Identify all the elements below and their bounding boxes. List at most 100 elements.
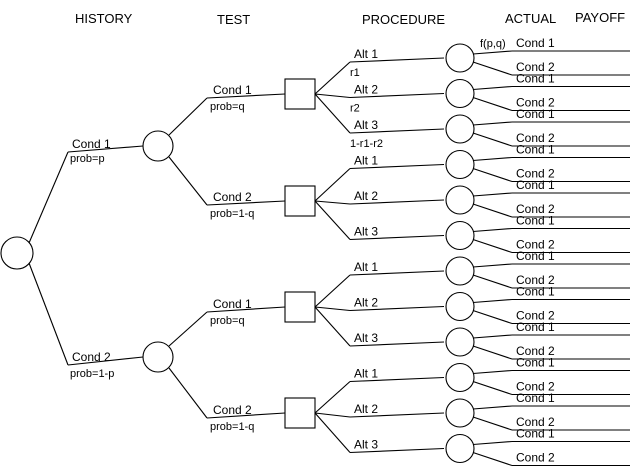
test-branch-line (168, 311, 208, 347)
actual-chance-node (445, 220, 475, 251)
actual-branch-line (472, 263, 513, 268)
procedure-branch-line (314, 200, 351, 205)
root-chance-node (0, 236, 34, 270)
actual-branch-line (472, 85, 513, 91)
actual-cond-label: Cond 1 (516, 285, 555, 299)
header-history: HISTORY (75, 11, 133, 26)
test-prob-label: prob=1-q (210, 208, 254, 220)
actual-chance-node (445, 256, 475, 286)
actual-branch-line (472, 156, 513, 162)
actual-cond-label: Cond 1 (516, 72, 555, 86)
header-actual: ACTUAL (505, 11, 556, 26)
history-cond-label: Cond 1 (72, 137, 111, 151)
procedure-alt-label: Alt 3 (354, 438, 378, 452)
procedure-alt-label: Alt 2 (354, 402, 378, 416)
actual-cond-label: Cond 2 (516, 238, 555, 252)
procedure-branch-line (314, 61, 351, 95)
actual-branch-line (472, 96, 513, 112)
actual-branch-line (472, 298, 513, 304)
actual-branch-line (472, 416, 513, 431)
actual-cond-label: Cond 1 (516, 107, 555, 121)
actual-branch-line (472, 50, 513, 55)
actual-cond-label: Cond 1 (516, 143, 555, 157)
actual-chance-node (445, 43, 475, 73)
actual-cond-label: Cond 1 (516, 178, 555, 192)
history-cond-label: Cond 2 (72, 350, 111, 364)
test-label-line (206, 200, 286, 206)
procedure-alt-label: Alt 1 (354, 260, 378, 274)
header-procedure: PROCEDURE (362, 12, 445, 27)
procedure-alt-label: Alt 2 (354, 83, 378, 97)
header-payoff: PAYOFF (575, 10, 625, 25)
actual-cond-label: Cond 1 (516, 356, 555, 370)
actual-branch-line (472, 440, 513, 446)
test-cond-label: Cond 1 (213, 297, 252, 311)
procedure-branch-line (314, 168, 351, 202)
actual-chance-node (445, 78, 475, 109)
actual-cond-label: Cond 1 (516, 249, 555, 263)
actual-cond-label: Cond 2 (516, 60, 555, 74)
procedure-alt-label: Alt 2 (354, 189, 378, 203)
actual-cond-label: Cond 2 (516, 309, 555, 323)
procedure-branch-line (314, 306, 351, 347)
actual-cond-label: Cond 2 (516, 167, 555, 181)
procedure-alt-label: Alt 3 (354, 118, 378, 132)
actual-cond-label: Cond 2 (516, 451, 555, 465)
test-decision-box (284, 397, 316, 429)
test-cond-label: Cond 2 (213, 403, 252, 417)
history-branch-line (28, 262, 69, 366)
actual-cond-label: Cond 1 (516, 391, 555, 405)
procedure-alt-label: Alt 1 (354, 154, 378, 168)
actual-branch-line (472, 405, 513, 410)
test-prob-label: prob=1-q (210, 421, 254, 433)
history-prob-label: prob=p (70, 153, 105, 165)
actual-cond-label: Cond 2 (516, 202, 555, 216)
actual-branch-line (472, 227, 513, 233)
procedure-alt-line (349, 412, 445, 418)
procedure-alt-line (349, 234, 445, 241)
actual-branch-line (472, 61, 513, 76)
procedure-alt-line (349, 92, 445, 99)
actual-branch-line (472, 192, 513, 197)
history-prob-label: prob=1-p (70, 368, 114, 380)
actual-chance-node (445, 433, 475, 464)
actual-cond-label: Cond 1 (516, 36, 555, 50)
actual-chance-node (445, 291, 475, 322)
test-prob-label: prob=q (210, 315, 245, 327)
history-chance-node (142, 130, 174, 162)
actual-branch-line (472, 451, 513, 467)
actual-branch-line (472, 380, 513, 396)
procedure-branch-line (314, 274, 351, 308)
actual-cond-label: Cond 2 (516, 96, 555, 110)
actual-chance-node (445, 149, 475, 180)
actual-cond-label: Cond 1 (516, 427, 555, 441)
procedure-branch-line (314, 200, 351, 240)
test-label-line (206, 306, 286, 313)
procedure-alt-label: Alt 1 (354, 47, 378, 61)
actual-branch-line (472, 309, 513, 325)
actual-chance-node (445, 327, 475, 357)
procedure-alt-line (349, 376, 445, 383)
procedure-alt-label: Alt 1 (354, 367, 378, 381)
actual-cond-label: Cond 2 (516, 131, 555, 145)
history-label-line (67, 145, 144, 153)
actual-cond-label: Cond 2 (516, 273, 555, 287)
actual-cond-label: Cond 1 (516, 320, 555, 334)
actual-branch-line (472, 369, 513, 375)
history-branch-line (28, 151, 69, 244)
procedure-branch-line (314, 412, 351, 453)
actual-branch-line (472, 274, 513, 289)
procedure-alt-label: Alt 3 (354, 331, 378, 345)
actual-chance-node (445, 185, 475, 215)
actual-branch-line (472, 238, 513, 254)
procedure-alt-line (349, 305, 445, 312)
procedure-alt-line (349, 57, 445, 63)
actual-cond-label: Cond 2 (516, 415, 555, 429)
procedure-branch-line (314, 93, 351, 134)
actual-branch-line (472, 132, 513, 147)
procedure-alt-line (349, 163, 445, 170)
actual-cond-label: Cond 1 (516, 214, 555, 228)
history-chance-node (142, 341, 174, 373)
